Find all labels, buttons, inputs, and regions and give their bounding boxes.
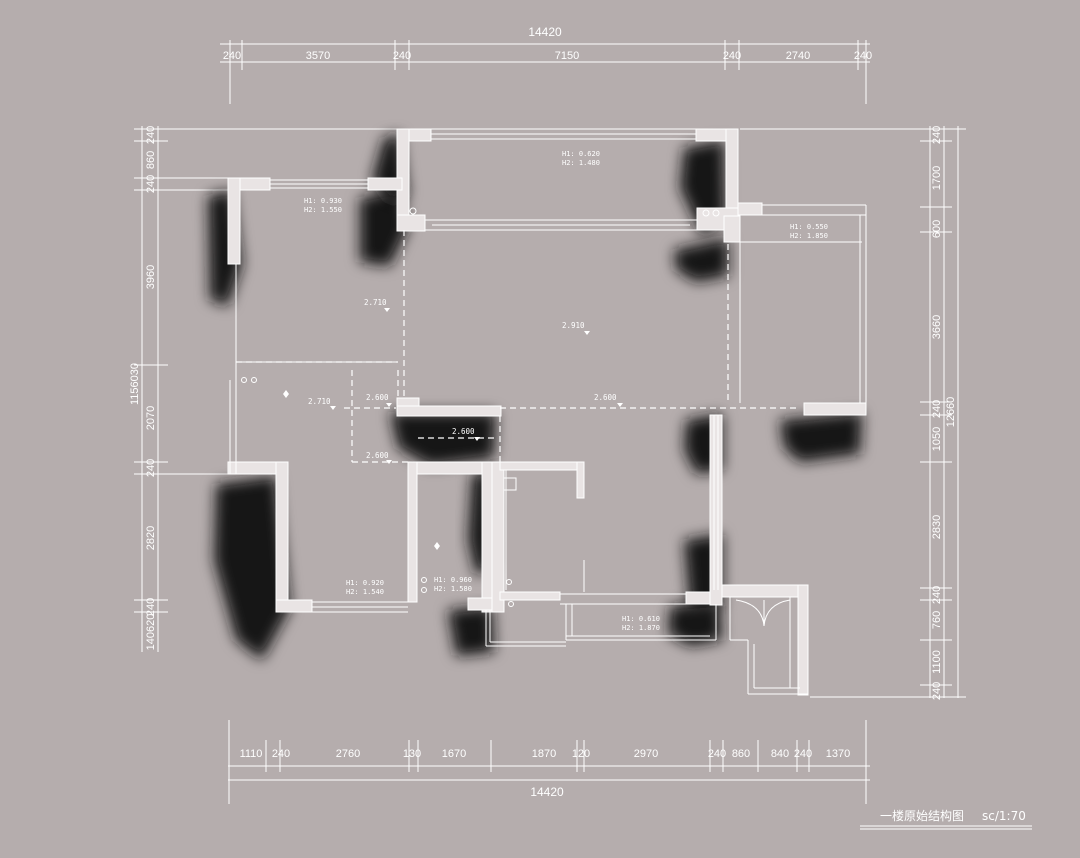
- top-dim-3: 240: [393, 50, 411, 62]
- window-h1-label: H1: 0.960: [434, 576, 472, 584]
- left-dim-2: 860: [145, 151, 157, 169]
- plan-title: 一楼原始结构图: [880, 808, 964, 823]
- left-dim-1: 240: [145, 126, 157, 144]
- top-dim-7: 240: [854, 50, 872, 62]
- marker-diamonds: [283, 390, 440, 550]
- right-dim-5: 240: [931, 400, 943, 418]
- ceiling-heights: 2.710 2.910 2.710 2.600 2.600 2.600 2.60…: [308, 298, 623, 464]
- bottom-dim-2: 240: [272, 748, 290, 760]
- bottom-dim-10: 860: [732, 748, 750, 760]
- wall-shadows: [208, 134, 862, 660]
- bottom-total-dimension: 14420: [530, 785, 564, 799]
- ceiling-height-label: 2.910: [562, 321, 585, 330]
- bottom-dim-9: 240: [708, 748, 726, 760]
- left-dim-4: 3960: [145, 265, 157, 289]
- window-h2-label: H2: 1.850: [790, 232, 828, 240]
- right-dim-4: 3660: [931, 315, 943, 339]
- top-dim-2: 3570: [306, 50, 330, 62]
- right-dim-6: 1050: [931, 427, 943, 451]
- top-dim-1: 240: [223, 50, 241, 62]
- bottom-dim-7: 120: [572, 748, 590, 760]
- right-dim-7: 2830: [931, 515, 943, 539]
- left-dim-3: 240: [145, 175, 157, 193]
- window-h2-label: H2: 1.480: [562, 159, 600, 167]
- right-dimension-line: 240 1700 600 3660 240 1050 2830 240 760 …: [740, 126, 966, 700]
- right-dim-11: 240: [931, 682, 943, 700]
- ceiling-height-label: 2.600: [594, 393, 617, 402]
- left-dim-7: 2820: [145, 526, 157, 550]
- window-h1-label: H1: 0.610: [622, 615, 660, 623]
- left-dim-6: 240: [145, 459, 157, 477]
- window-h1-label: H1: 0.930: [304, 197, 342, 205]
- room-outlines: [229, 128, 867, 695]
- top-total-dimension: 14420: [528, 25, 562, 39]
- left-dim-9: 140620: [145, 614, 157, 651]
- drawing-title: 一楼原始结构图 sc/1:70: [860, 808, 1032, 830]
- bottom-dim-11: 840: [771, 748, 789, 760]
- structural-walls: [227, 128, 867, 696]
- plan-scale: sc/1:70: [982, 809, 1026, 823]
- beam-lines: [236, 230, 800, 463]
- bottom-dim-8: 2970: [634, 748, 658, 760]
- left-dimension-line: 240 860 240 3960 2070 240 2820 240 14062…: [129, 126, 400, 652]
- left-dim-5: 2070: [145, 406, 157, 430]
- ceiling-height-label: 2.600: [452, 427, 475, 436]
- bottom-dimension-line: 1110 240 2760 130 1670 1870 120 2970 240…: [228, 720, 870, 804]
- right-dim-2: 1700: [931, 166, 943, 190]
- right-dim-9: 760: [931, 611, 943, 629]
- right-total-dimension: 12660: [945, 397, 957, 428]
- ceiling-height-label: 2.710: [308, 397, 331, 406]
- bottom-dim-12: 240: [794, 748, 812, 760]
- right-dim-8: 240: [931, 586, 943, 604]
- window-h2-label: H2: 1.870: [622, 624, 660, 632]
- window-labels: H1: 0.620 H2: 1.480 H1: 0.930 H2: 1.550 …: [304, 150, 828, 632]
- window-h2-label: H2: 1.540: [346, 588, 384, 596]
- window-h2-label: H2: 1.550: [304, 206, 342, 214]
- left-total-dimension: 1156030: [129, 363, 141, 405]
- ceiling-height-label: 2.600: [366, 393, 389, 402]
- window-h2-label: H2: 1.580: [434, 585, 472, 593]
- bottom-dim-5: 1670: [442, 748, 466, 760]
- bottom-dim-3: 2760: [336, 748, 360, 760]
- top-dim-4: 7150: [555, 50, 579, 62]
- top-dim-6: 2740: [786, 50, 810, 62]
- window-h1-label: H1: 0.620: [562, 150, 600, 158]
- fixture-symbols: [241, 207, 720, 607]
- bottom-dim-4: 130: [403, 748, 421, 760]
- window-h1-label: H1: 0.920: [346, 579, 384, 587]
- bottom-dim-1: 1110: [240, 748, 263, 760]
- top-dim-5: 240: [723, 50, 741, 62]
- ceiling-height-label: 2.600: [366, 451, 389, 460]
- right-dim-3: 600: [931, 220, 943, 238]
- right-dim-10: 1100: [931, 650, 943, 674]
- right-dim-1: 240: [931, 126, 943, 144]
- ceiling-height-label: 2.710: [364, 298, 387, 307]
- bottom-dim-13: 1370: [826, 748, 850, 760]
- left-dim-8: 240: [145, 598, 157, 616]
- window-h1-label: H1: 0.550: [790, 223, 828, 231]
- top-dimension-line: 14420 240 3570 240 7150 240 2740 240: [220, 25, 872, 104]
- bottom-dim-6: 1870: [532, 748, 556, 760]
